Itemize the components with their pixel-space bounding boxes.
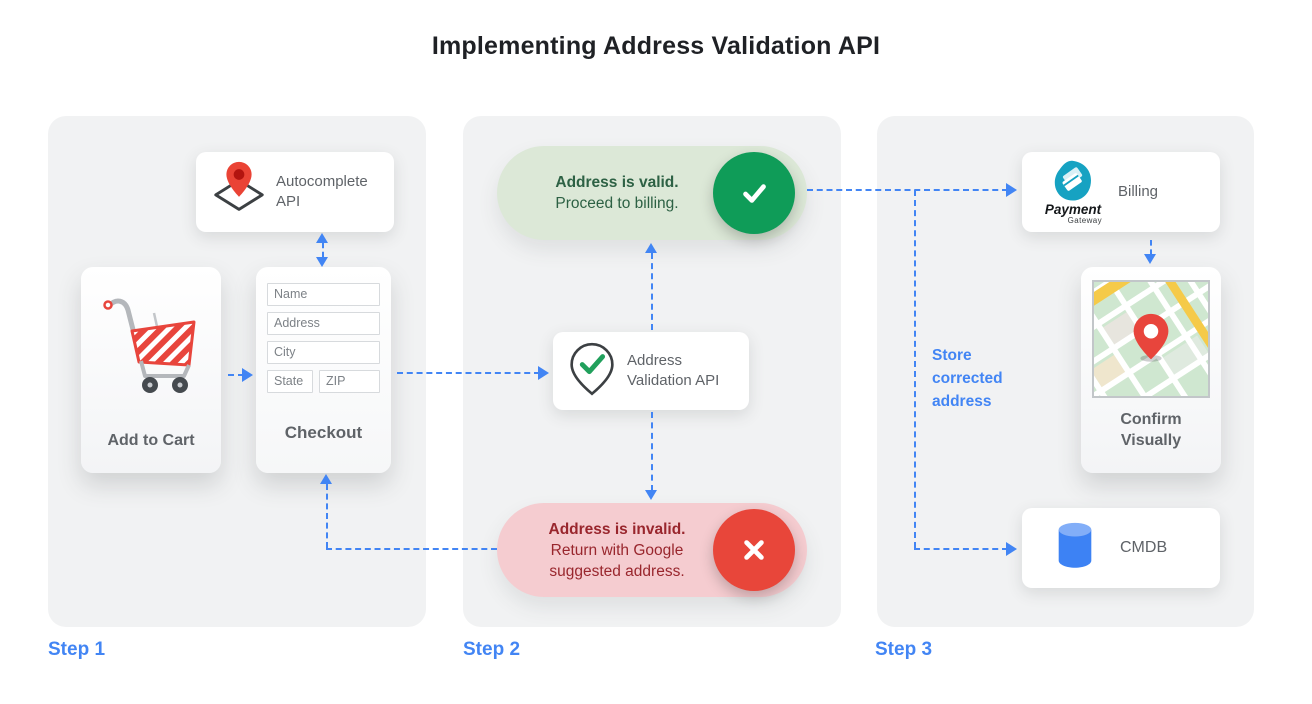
arrow-down-head-checkout xyxy=(316,257,328,267)
map-pin-check-icon xyxy=(569,341,615,402)
address-invalid-title: Address is invalid. xyxy=(548,520,686,538)
arrow-head-invalid-pill xyxy=(645,490,657,500)
payment-gateway-logo: Payment Gateway xyxy=(1036,159,1110,225)
arrow-invalid-return-vertical xyxy=(326,484,328,548)
payment-logo-title: Payment xyxy=(1044,202,1102,217)
address-validation-api-label: Address Validation API xyxy=(627,352,720,389)
confirm-visually-label: Confirm Visually xyxy=(1120,411,1182,449)
arrow-invalid-return-horizontal xyxy=(326,548,497,550)
store-corrected-address-note: Store corrected address xyxy=(932,347,1003,410)
arrow-cart-to-checkout xyxy=(228,374,244,376)
cmdb-node: CMDB xyxy=(1022,508,1220,588)
state-field: State xyxy=(267,370,313,393)
x-circle-icon xyxy=(713,509,795,591)
page-title: Implementing Address Validation API xyxy=(431,32,881,60)
address-valid-pill: Address is valid. Proceed to billing. xyxy=(497,146,807,240)
add-to-cart-node: Add to Cart xyxy=(81,267,221,473)
city-field: City xyxy=(267,341,380,364)
arrow-billing-to-confirm xyxy=(1150,240,1152,255)
autocomplete-api-label: Autocomplete API xyxy=(276,173,368,210)
address-invalid-text: Address is invalid. Return with Google s… xyxy=(497,519,713,582)
address-valid-title: Address is valid. xyxy=(555,174,679,191)
step3-label: Step 3 xyxy=(875,639,933,660)
shopping-cart-icon xyxy=(96,289,206,404)
add-to-cart-label: Add to Cart xyxy=(107,432,195,449)
arrow-autocomplete-checkout xyxy=(322,243,324,257)
arrow-validation-to-valid xyxy=(651,253,653,330)
arrow-validation-to-invalid xyxy=(651,412,653,491)
address-field: Address xyxy=(267,312,380,335)
arrow-valid-to-billing xyxy=(807,189,1008,191)
arrow-head-validation xyxy=(538,366,549,380)
address-invalid-pill: Address is invalid. Return with Google s… xyxy=(497,503,807,597)
arrow-head-checkout-return xyxy=(320,474,332,484)
step1-label: Step 1 xyxy=(48,639,106,660)
checkout-label: Checkout xyxy=(284,423,363,442)
billing-node: Payment Gateway Billing xyxy=(1022,152,1220,232)
map-pin-diamond-icon xyxy=(208,159,270,226)
name-field: Name xyxy=(267,283,380,306)
arrow-head-checkout xyxy=(242,368,253,382)
step2-label: Step 2 xyxy=(463,639,521,660)
arrow-up-head-autocomplete xyxy=(316,233,328,243)
check-circle-icon xyxy=(713,152,795,234)
address-invalid-subtitle: Return with Google suggested address. xyxy=(549,541,685,580)
payment-logo-subtitle: Gateway xyxy=(1067,216,1102,225)
checkout-node: Name Address City State ZIP Checkout xyxy=(256,267,391,473)
arrow-store-branch-horizontal xyxy=(914,548,1008,550)
confirm-visually-node: Confirm Visually xyxy=(1081,267,1221,473)
address-validation-api-node: Address Validation API xyxy=(553,332,749,410)
cmdb-label: CMDB xyxy=(1120,539,1168,556)
arrow-head-billing xyxy=(1006,183,1017,197)
arrow-head-valid-pill xyxy=(645,243,657,253)
arrow-head-confirm xyxy=(1144,254,1156,264)
zip-field: ZIP xyxy=(319,370,380,393)
address-valid-subtitle: Proceed to billing. xyxy=(555,195,679,212)
map-thumbnail xyxy=(1092,280,1210,398)
billing-label: Billing xyxy=(1118,183,1159,200)
arrow-store-branch-vertical xyxy=(914,190,916,548)
arrow-checkout-to-validation xyxy=(397,372,540,374)
arrow-head-cmdb xyxy=(1006,542,1017,556)
autocomplete-api-node: Autocomplete API xyxy=(196,152,394,232)
address-valid-text: Address is valid. Proceed to billing. xyxy=(497,172,713,214)
database-icon xyxy=(1046,517,1104,580)
